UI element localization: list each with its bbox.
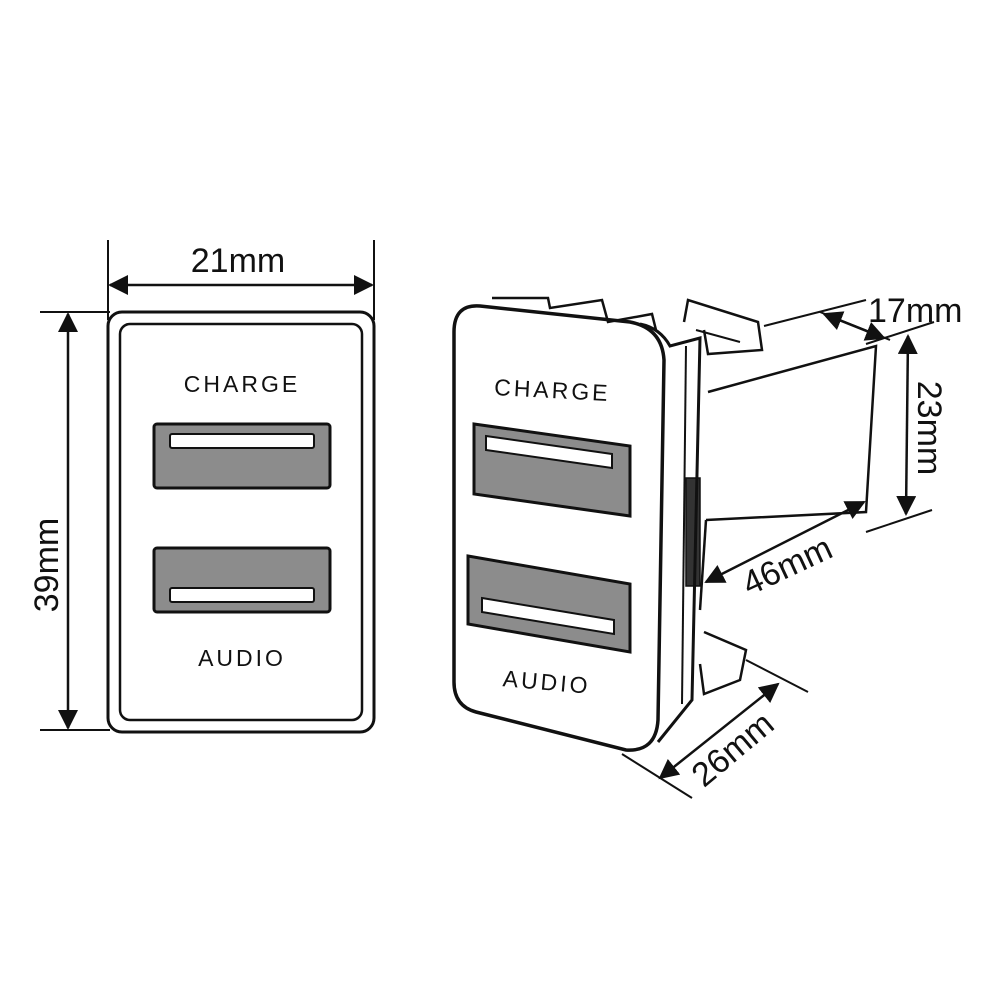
iso-charge-port-slot <box>485 434 613 470</box>
iso-faceplate-side-edge <box>681 345 687 705</box>
iso-bottom-clip <box>698 630 748 696</box>
width2-label: 26mm <box>685 705 782 795</box>
iso-faceplate <box>452 304 666 752</box>
depth-extension-back <box>763 299 867 327</box>
front-charge-label: CHARGE <box>184 371 300 397</box>
height2-extension-bottom <box>865 509 933 533</box>
width2-extension-front <box>621 753 693 799</box>
height2-label: 23mm <box>910 381 948 475</box>
front-view: 21mm 39mm CHARGE AUDIO <box>28 240 376 734</box>
iso-charge-label: CHARGE <box>494 374 612 406</box>
iso-top-clip-detail <box>695 329 741 343</box>
front-audio-label: AUDIO <box>198 645 286 671</box>
depth-dimension-line <box>822 311 886 341</box>
front-audio-port-slot <box>169 587 315 603</box>
front-inner-frame <box>118 322 364 722</box>
iso-audio-label: AUDIO <box>502 665 592 699</box>
iso-top-clip-right <box>682 298 764 356</box>
width2-extension-back <box>745 659 809 693</box>
depth-label: 17mm <box>868 292 962 330</box>
iso-view: CHARGE AUDIO 17mm 23mm 46mm 26mm <box>452 292 962 799</box>
height-label: 39mm <box>28 518 66 612</box>
height2-dimension-line <box>896 334 918 516</box>
front-outer-frame <box>106 310 376 734</box>
iso-top-clip-left <box>492 296 658 331</box>
iso-body-box <box>705 344 878 522</box>
width-label: 21mm <box>191 242 285 280</box>
iso-audio-port-slot <box>481 596 615 636</box>
width2-dimension-line <box>658 682 780 780</box>
height2-extension-top <box>865 321 935 345</box>
front-charge-port-slot <box>169 433 315 449</box>
length-dimension-line <box>704 500 866 584</box>
iso-body-edge <box>698 519 708 611</box>
